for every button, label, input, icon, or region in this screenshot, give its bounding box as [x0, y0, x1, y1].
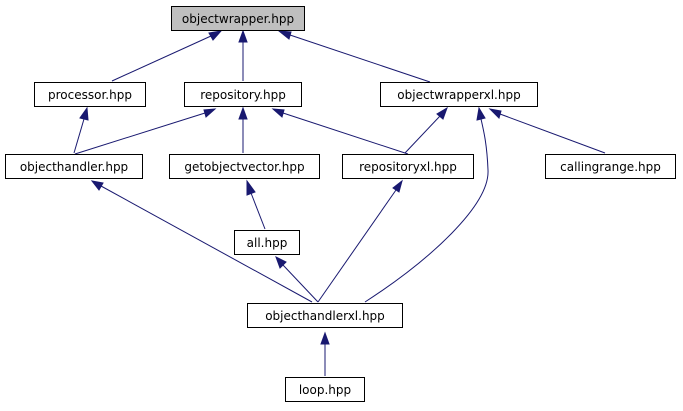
node-all[interactable]: all.hpp: [234, 230, 300, 255]
node-label: objectwrapperxl.hpp: [397, 87, 521, 102]
node-label: loop.hpp: [298, 382, 352, 397]
node-repository[interactable]: repository.hpp: [184, 82, 302, 107]
edge-callingrange-to-objectwrapperxl: [488, 108, 606, 154]
edge-objectwrapperxl-to-objectwrapper: [277, 30, 431, 83]
edge-repositoryxl-to-objectwrapperxl: [404, 106, 448, 154]
node-objecthandlerxl[interactable]: objecthandlerxl.hpp: [247, 303, 403, 328]
edge-objecthandlerxl-to-objectwrapperxl: [364, 106, 489, 303]
node-objecthandler[interactable]: objecthandler.hpp: [5, 154, 143, 179]
edge-repositoryxl-to-repository: [271, 108, 409, 155]
edge-repository-to-objectwrapper: [238, 29, 248, 81]
edge-processor-to-objectwrapper: [111, 30, 223, 82]
node-label: callingrange.hpp: [560, 159, 661, 174]
node-loop[interactable]: loop.hpp: [285, 377, 365, 402]
node-label: objecthandlerxl.hpp: [265, 308, 385, 323]
node-objectwrapper[interactable]: objectwrapper.hpp: [171, 6, 305, 31]
edge-objecthandlerxl-to-repositoryxl: [317, 179, 403, 303]
node-label: objecthandler.hpp: [19, 159, 129, 174]
edge-objecthandlerxl-to-all: [275, 255, 319, 303]
edge-objecthandler-to-repository: [74, 108, 217, 155]
node-objectwrapperxl[interactable]: objectwrapperxl.hpp: [380, 82, 538, 107]
edge-layer: [73, 29, 606, 376]
node-label: all.hpp: [246, 235, 288, 250]
node-callingrange[interactable]: callingrange.hpp: [545, 154, 676, 179]
node-label: processor.hpp: [48, 87, 132, 102]
node-label: objectwrapper.hpp: [181, 11, 295, 26]
node-label: repository.hpp: [200, 87, 286, 102]
edge-all-to-getobjectvector: [246, 179, 266, 230]
node-label: repositoryxl.hpp: [359, 159, 457, 174]
node-repositoryxl[interactable]: repositoryxl.hpp: [342, 154, 474, 179]
edge-getobjectvector-to-repository: [238, 106, 248, 153]
edge-loop-to-objecthandlerxl: [320, 331, 330, 376]
edge-objecthandlerxl-to-objecthandler: [90, 180, 313, 303]
edge-objecthandler-to-processor: [73, 106, 89, 154]
node-getobjectvector[interactable]: getobjectvector.hpp: [169, 154, 320, 179]
node-processor[interactable]: processor.hpp: [34, 82, 146, 107]
node-label: getobjectvector.hpp: [184, 159, 305, 174]
